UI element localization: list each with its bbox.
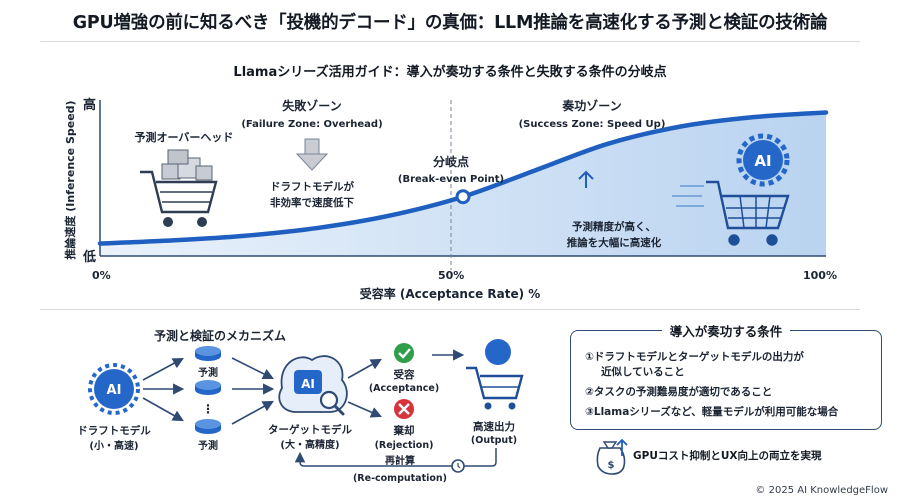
accept-label: 受容 (394, 368, 415, 381)
x-tick-100: 100% (803, 269, 837, 282)
output-subtitle: (Output) (471, 435, 517, 446)
recompute-subtitle: (Re-computation) (353, 473, 447, 484)
accept-subtitle: (Acceptance) (369, 383, 439, 394)
section-divider (40, 309, 860, 310)
reject-label: 棄却 (393, 424, 415, 437)
token-top (195, 346, 221, 361)
draft-model-icon: AI (88, 363, 140, 415)
success-desc-line2: 推論を大幅に高速化 (567, 236, 662, 249)
token-ellipsis: ⋮ (202, 402, 214, 416)
svg-text:AI: AI (754, 152, 771, 170)
target-model-label: ターゲットモデル (268, 423, 352, 436)
x-axis-label: 受容率 (Acceptance Rate) % (360, 286, 541, 301)
y-tick-high: 高 (83, 97, 96, 113)
chart-subtitle: Llamaシリーズ活用ガイド：導入が奏功する条件と失敗する条件の分岐点 (233, 65, 667, 80)
draft-model-sub: (小・高速) (89, 439, 138, 452)
y-tick-low: 低 (82, 249, 96, 265)
token-label-top: 予測 (198, 366, 218, 379)
success-zone-subtitle: (Success Zone: Speed Up) (519, 119, 666, 130)
failure-zone-title: 失敗ゾーン (282, 98, 341, 113)
condition-item-3: ③Llamaシリーズなど、軽量モデルが利用可能な場合 (585, 406, 839, 418)
token-bottom (195, 419, 221, 434)
timer-icon (451, 459, 465, 473)
recompute-label: 再計算 (385, 454, 415, 467)
conditions-box: 導入が奏功する条件 ①ドラフトモデルとターゲットモデルの出力が 近似していること… (570, 324, 882, 430)
money-bag-icon: $ (596, 438, 628, 475)
output-label: 高速出力 (473, 420, 515, 433)
fast-cart-icon (672, 180, 790, 246)
condition-item-1-line2: 近似していること (601, 366, 685, 378)
benefit-text: GPUコスト抑制とUX向上の両立を実現 (633, 450, 822, 462)
down-arrow-icon (295, 138, 329, 171)
reject-x-icon (394, 399, 414, 419)
condition-item-2: ②タスクの予測難易度が適切であること (585, 386, 773, 398)
svg-text:AI: AI (107, 383, 122, 398)
overloaded-cart-icon (140, 149, 218, 227)
token-label-bottom: 予測 (198, 439, 218, 452)
failure-desc-line1: ドラフトモデルが (270, 180, 354, 193)
overhead-label: 予測オーバーヘッド (135, 130, 234, 144)
breakeven-subtitle: (Break-even Point) (398, 174, 504, 185)
accept-check-icon (394, 343, 414, 363)
token-middle (195, 380, 221, 395)
ai-gear-icon: AI (736, 133, 790, 187)
mechanism-title: 予測と検証のメカニズム (154, 328, 286, 343)
x-tick-50: 50% (438, 269, 464, 282)
success-desc-line1: 予測精度が高く、 (572, 220, 656, 233)
target-model-icon: AI (278, 355, 348, 416)
breakeven-point (455, 189, 471, 205)
page-title: GPU増強の前に知るべき「投機的デコード」の真価：LLM推論を高速化する予測と検… (72, 13, 828, 33)
condition-item-1-line1: ①ドラフトモデルとターゲットモデルの出力が (585, 351, 804, 363)
draft-model-label: ドラフトモデル (77, 424, 151, 437)
footer-copyright: © 2025 AI KnowledgeFlow (755, 485, 888, 496)
speed-area-fill (100, 112, 826, 256)
recompute-loop-arrow (294, 448, 497, 467)
failure-desc-line2: 非効率で速度低下 (270, 196, 354, 209)
title-divider (40, 41, 860, 42)
y-axis-label: 推論速度 (Inference Speed) (63, 100, 77, 259)
reject-subtitle: (Rejection) (375, 440, 434, 451)
success-zone-title: 奏功ゾーン (561, 98, 621, 113)
up-arrow-icon (578, 170, 594, 188)
target-model-sub: (大・高精度) (280, 438, 339, 451)
svg-text:AI: AI (301, 377, 315, 391)
x-tick-0: 0% (92, 269, 111, 282)
conditions-title: 導入が奏功する条件 (571, 321, 881, 340)
failure-zone-subtitle: (Failure Zone: Overhead) (241, 119, 382, 130)
svg-text:$: $ (608, 460, 615, 471)
breakeven-label: 分岐点 (433, 154, 469, 169)
output-cart-icon (466, 339, 524, 410)
